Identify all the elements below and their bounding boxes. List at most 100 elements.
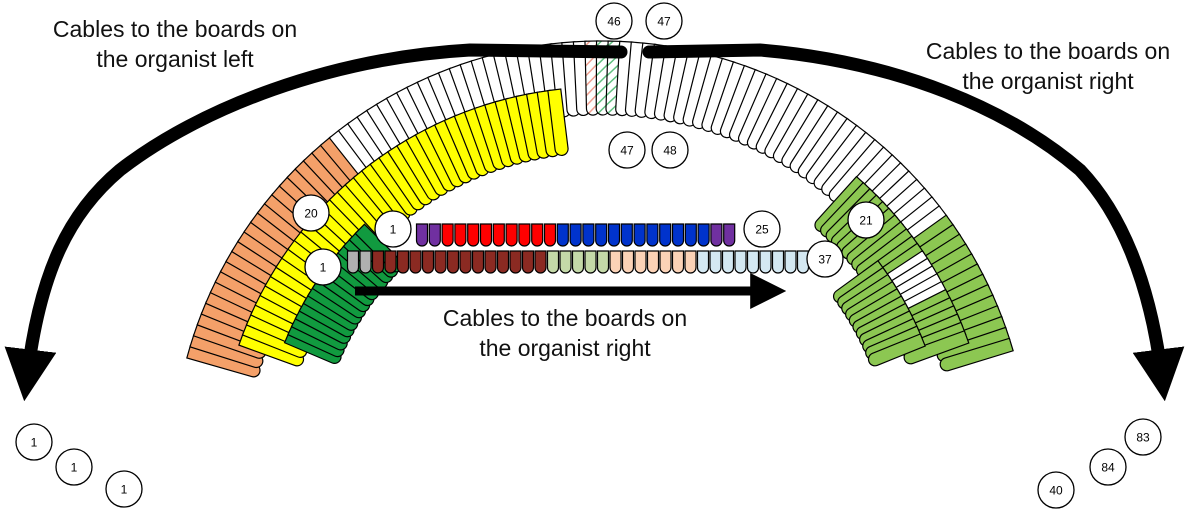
- badge-bottom-right-84: 84: [1089, 448, 1127, 486]
- upper-row-key-1: [415, 223, 429, 247]
- middle-key-left-40: [547, 88, 569, 156]
- lower-row-key-16: [534, 250, 547, 274]
- badge-bottom-right-83: 83: [1124, 418, 1162, 456]
- upper-row-key-6: [479, 223, 493, 247]
- lower-row-key-23: [621, 250, 635, 274]
- badge-text-pedal-25: 25: [755, 223, 769, 237]
- upper-row-key-14: [582, 223, 595, 247]
- badge-bottom-left-a: 1: [15, 423, 53, 461]
- badge-text-bottom-right-83: 83: [1136, 431, 1150, 445]
- badge-left-20: 20: [292, 194, 330, 232]
- key-groups: [186, 40, 1014, 378]
- upper-row-key-22: [684, 223, 697, 247]
- label-center: Cables to the boards on the organist rig…: [410, 303, 720, 363]
- badge-text-mid-right: 48: [663, 144, 677, 158]
- badge-text-right-21: 21: [859, 214, 873, 228]
- badge-stops-1: 1: [304, 248, 342, 286]
- badge-stops-37: 37: [806, 240, 844, 278]
- lower-row-key-33: [746, 250, 760, 274]
- lower-row-key-17: [546, 250, 560, 274]
- upper-row-key-5: [467, 223, 480, 247]
- badge-text-bottom-left-c: 1: [121, 483, 128, 497]
- badge-pedal-1: 1: [374, 210, 412, 248]
- label-right-line2: the organist right: [962, 68, 1134, 94]
- badge-text-bottom-left-b: 1: [71, 461, 78, 475]
- upper-row-key-4: [454, 223, 467, 247]
- upper-row-key-10: [531, 223, 544, 247]
- badge-pedal-25: 25: [743, 210, 781, 248]
- lower-row-key-12: [484, 250, 497, 274]
- lower-row-key-29: [696, 250, 710, 274]
- right-cable-arrow: [649, 43, 1185, 402]
- upper-row-key-3: [441, 223, 454, 247]
- upper-row-key-12: [556, 223, 569, 247]
- label-center-line2: the organist right: [479, 335, 651, 361]
- lower-row-key-5: [396, 250, 410, 274]
- lower-row-key-11: [471, 250, 485, 274]
- upper-row-key-16: [607, 223, 621, 247]
- badge-text-bottom-right-40: 40: [1049, 484, 1063, 498]
- lower-row-key-28: [684, 250, 697, 274]
- label-left-line1: Cables to the boards on: [52, 16, 298, 42]
- badge-bottom-left-b: 1: [55, 448, 93, 486]
- badge-mid-right: 48: [651, 131, 689, 169]
- upper-row-key-8: [505, 223, 518, 247]
- lower-row-key-14: [509, 250, 522, 274]
- badge-text-stops-1: 1: [320, 261, 327, 275]
- lower-row-key-19: [571, 250, 585, 274]
- lower-row-key-24: [634, 250, 647, 274]
- lower-row-key-34: [759, 250, 772, 274]
- lower-row-key-9: [446, 250, 460, 274]
- lower-row-key-26: [659, 250, 672, 274]
- lower-row-key-8: [434, 250, 447, 274]
- number-badges: 46 47 47 48 20 21 1 25 1 37 1 1 1 40 84 83: [15, 2, 1162, 509]
- upper-row-key-15: [595, 223, 608, 247]
- left-arrow-tail: [614, 45, 628, 59]
- lower-row-key-35: [771, 250, 785, 274]
- upper-row-key-7: [492, 223, 505, 247]
- lower-row-key-6: [409, 250, 422, 274]
- upper-row-key-23: [697, 223, 710, 247]
- badge-right-21: 21: [847, 201, 885, 239]
- lower-row-key-10: [459, 250, 472, 274]
- left-cable-arrow: [4, 43, 621, 402]
- badge-text-bottom-right-84: 84: [1101, 461, 1115, 475]
- lower-row-key-2: [359, 250, 372, 274]
- lower-row-key-27: [671, 250, 685, 274]
- upper-row-key-24: [710, 223, 723, 247]
- badge-text-mid-left: 47: [620, 144, 634, 158]
- badge-text-pedal-1: 1: [390, 223, 397, 237]
- badge-text-left-20: 20: [304, 207, 318, 221]
- upper-row-key-2: [428, 223, 441, 247]
- badge-text-top-right: 47: [657, 15, 671, 29]
- lower-row-key-13: [496, 250, 510, 274]
- label-left-line2: the organist left: [96, 46, 254, 72]
- badge-bottom-left-c: 1: [105, 470, 143, 508]
- upper-row-key-11: [543, 223, 557, 247]
- upper-row-key-18: [633, 223, 646, 247]
- lower-row-key-31: [721, 250, 735, 274]
- upper-row-key-25: [723, 223, 736, 247]
- lower-row-key-7: [421, 250, 435, 274]
- cable-arrows: [4, 43, 1185, 402]
- badge-text-stops-37: 37: [818, 253, 832, 267]
- lower-row-key-3: [371, 250, 385, 274]
- badge-text-top-left: 46: [607, 15, 621, 29]
- label-right: Cables to the boards on the organist rig…: [893, 36, 1202, 96]
- inner-key-right-11: [867, 333, 926, 367]
- lower-row-key-4: [384, 250, 397, 274]
- upper-row-key-21: [671, 223, 685, 247]
- label-right-line1: Cables to the boards on: [925, 38, 1171, 64]
- lower-row-key-1: [346, 250, 360, 274]
- upper-row-key-20: [659, 223, 672, 247]
- lower-row-key-22: [609, 250, 622, 274]
- upper-row-key-17: [620, 223, 633, 247]
- badge-mid-left: 47: [608, 131, 646, 169]
- lower-row-key-20: [584, 250, 597, 274]
- badge-bottom-right-40: 40: [1037, 471, 1075, 509]
- lower-row-key-36: [784, 250, 797, 274]
- lower-row-key-15: [521, 250, 535, 274]
- badge-top-right: 47: [645, 2, 683, 40]
